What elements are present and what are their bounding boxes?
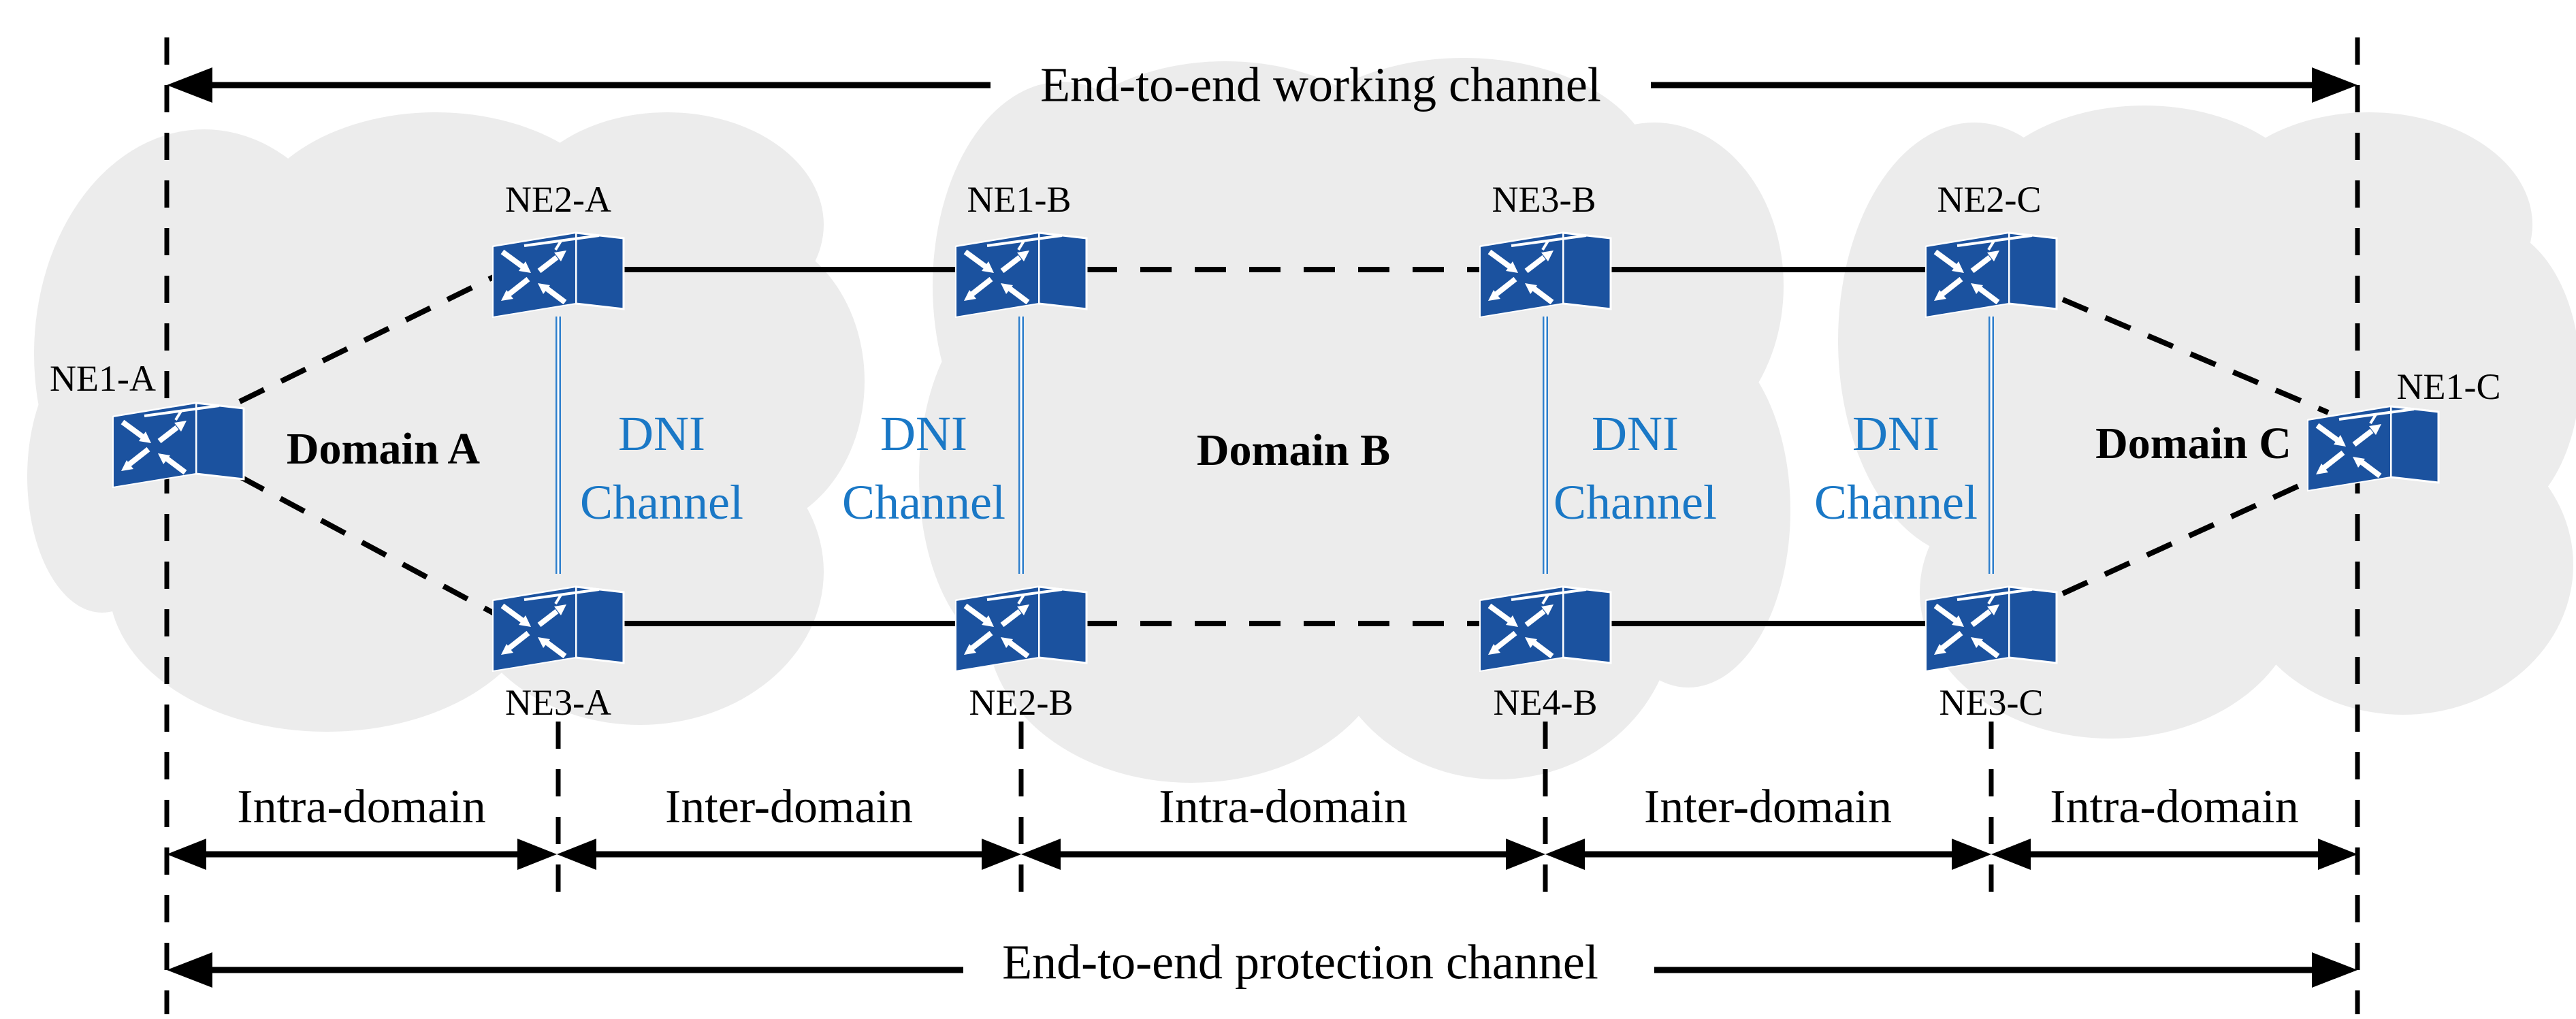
node-ne2-a — [490, 218, 626, 320]
dni-label-line2: Channel — [842, 475, 1005, 530]
segment-arrows — [167, 839, 2357, 870]
segment-label-3: Intra-domain — [1159, 781, 1408, 833]
node-ne1-c — [2305, 391, 2441, 494]
dni-label-line2: Channel — [1814, 475, 1978, 530]
node-ne1-a — [110, 388, 246, 490]
router-icon — [492, 231, 625, 319]
domain-b-label: Domain B — [1196, 425, 1391, 475]
node-ne3-b — [1477, 218, 1613, 320]
node-label-ne4-b: NE4-B — [1493, 682, 1598, 723]
node-ne1-b — [953, 218, 1089, 320]
node-label-ne1-a: NE1-A — [50, 358, 156, 399]
segment-arrow-intra-b — [1021, 839, 1545, 870]
node-label-ne2-c: NE2-C — [1937, 179, 2042, 220]
router-icon — [492, 585, 625, 673]
dni-label-line1: DNI — [880, 406, 967, 461]
node-label-ne3-a: NE3-A — [505, 682, 611, 723]
dni-label-line1: DNI — [618, 406, 705, 461]
node-ne3-a — [490, 572, 626, 674]
working-channel-arrow — [167, 67, 2357, 103]
node-label-ne3-c: NE3-C — [1939, 682, 2044, 723]
link-ne1a-ne3a — [238, 474, 502, 619]
segment-arrow-intra-a — [167, 839, 557, 870]
diagonal-links — [238, 271, 2330, 619]
router-icon — [112, 402, 245, 489]
dni-label-line2: Channel — [1553, 475, 1717, 530]
column-dashed-lines — [556, 722, 1994, 907]
dni-label-line1: DNI — [1592, 406, 1679, 461]
node-label-ne1-c: NE1-C — [2396, 366, 2501, 407]
dni-label-line1: DNI — [1852, 406, 1939, 461]
protection-channel-title: End-to-end protection channel — [1002, 935, 1598, 990]
router-icon — [955, 231, 1088, 319]
node-ne2-b — [953, 572, 1089, 674]
segment-arrow-inter-ab — [557, 839, 1021, 870]
dni-label-line2: Channel — [580, 475, 743, 530]
router-icon — [955, 585, 1088, 673]
dni-channel-lines — [556, 317, 1994, 574]
dni-channel-label-4: DNI Channel — [1814, 400, 1978, 537]
router-icon — [1479, 585, 1612, 673]
segment-label-1: Intra-domain — [237, 781, 486, 833]
segment-arrow-inter-bc — [1545, 839, 1991, 870]
node-ne3-c — [1923, 572, 2059, 674]
segment-arrow-intra-c — [1991, 839, 2357, 870]
link-ne3c-ne1c — [2061, 470, 2330, 596]
router-icon — [1925, 585, 2058, 673]
domain-c-label: Domain C — [2095, 419, 2291, 468]
segment-label-2: Inter-domain — [664, 781, 914, 833]
router-icon — [1479, 231, 1612, 319]
segment-label-4: Inter-domain — [1643, 781, 1893, 833]
node-label-ne2-b: NE2-B — [969, 682, 1074, 723]
router-icon — [2307, 405, 2440, 492]
node-label-ne1-b: NE1-B — [967, 179, 1072, 220]
domain-a-label: Domain A — [286, 424, 481, 474]
link-ne1a-ne2a — [238, 271, 502, 404]
dni-channel-label-2: DNI Channel — [842, 400, 1005, 537]
node-ne4-b — [1477, 572, 1613, 674]
node-label-ne3-b: NE3-B — [1492, 179, 1596, 220]
node-ne2-c — [1923, 218, 2059, 320]
dni-channel-label-1: DNI Channel — [580, 400, 743, 537]
router-icon — [1925, 231, 2058, 319]
link-ne2c-ne1c — [2061, 297, 2330, 415]
node-label-ne2-a: NE2-A — [505, 179, 611, 220]
protection-channel-arrow — [167, 952, 2357, 988]
working-channel-title: End-to-end working channel — [1040, 57, 1601, 112]
dni-channel-label-3: DNI Channel — [1553, 400, 1717, 537]
segment-label-5: Intra-domain — [2050, 781, 2299, 833]
